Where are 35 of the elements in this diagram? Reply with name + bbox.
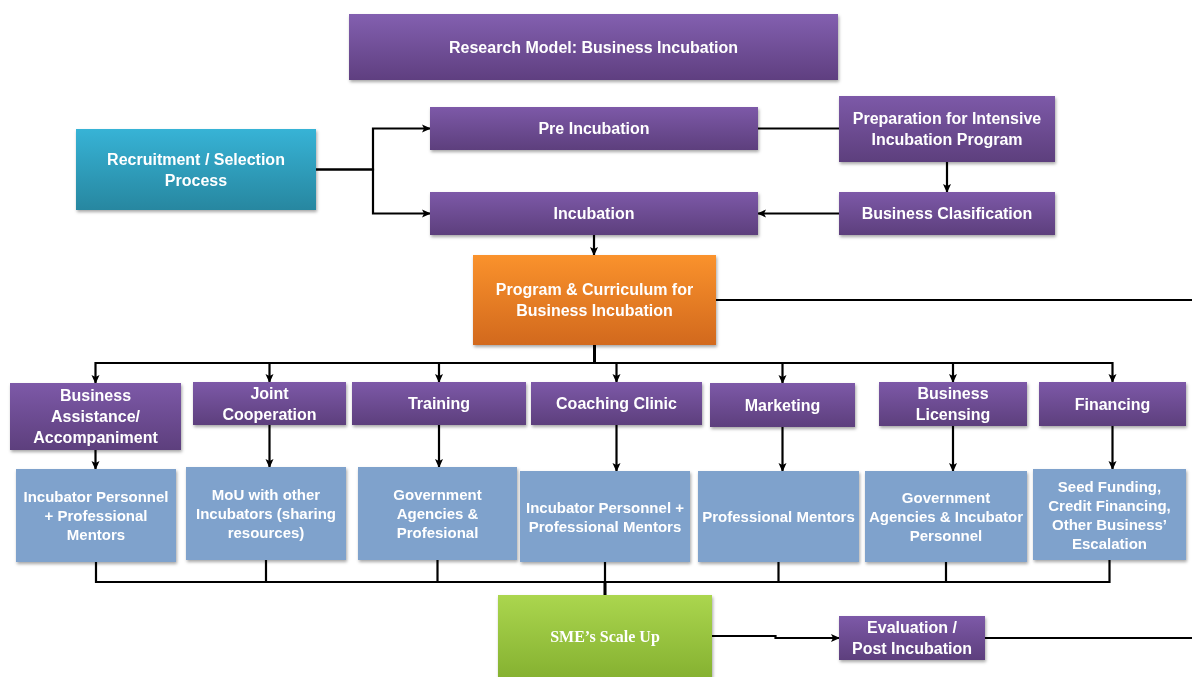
outcome-box: SME’s Scale Up [498, 595, 712, 677]
connector-arrow [316, 168, 431, 218]
title-box: Research Model: Business Incubation [349, 14, 838, 80]
connector-arrow [612, 425, 621, 472]
connector-arrow [265, 425, 274, 468]
process-box: Business Assistance/ Accompaniment [10, 383, 181, 450]
connector-arrow [435, 425, 443, 468]
resource-box: Government Agencies & Profesional [358, 467, 517, 560]
process-box: Training [352, 382, 526, 425]
connector-arrow [943, 162, 951, 193]
start-box: Recruitment / Selection Process [76, 129, 316, 210]
process-box: Incubation [430, 192, 758, 235]
process-box: Joint Cooperation [193, 382, 346, 425]
resource-box: Incubator Personnel + Professional Mentors [16, 469, 176, 562]
resource-box: Professional Mentors [698, 471, 859, 562]
connector-arrow [1108, 426, 1117, 470]
process-box: Preparation for Intensive Incubation Program [839, 96, 1055, 162]
process-box: Business Licensing [879, 382, 1027, 426]
connector-arrow [757, 209, 839, 218]
process-box: Financing [1039, 382, 1186, 426]
resource-box: MoU with other Incubators (sharing resources) [186, 467, 346, 560]
connector-arrow [778, 427, 787, 472]
resource-box: Seed Funding, Credit Financing, Other Business’ Escalation [1033, 469, 1186, 560]
program-box: Program & Curriculum for Business Incubation [473, 255, 716, 345]
connector-arrow [91, 450, 100, 470]
process-box: Coaching Clinic [531, 382, 702, 425]
resource-box: Government Agencies & Incubator Personnel [865, 471, 1027, 562]
connector-arrow [712, 634, 840, 642]
process-box: Pre Incubation [430, 107, 758, 150]
process-box: Evaluation / Post Incubation [839, 616, 985, 660]
process-box: Marketing [710, 383, 855, 427]
connector-arrow [949, 426, 957, 472]
connector-arrow [590, 235, 598, 256]
resource-box: Incubator Personnel + Professional Mentors [520, 471, 690, 562]
process-box: Business Clasification [839, 192, 1055, 235]
